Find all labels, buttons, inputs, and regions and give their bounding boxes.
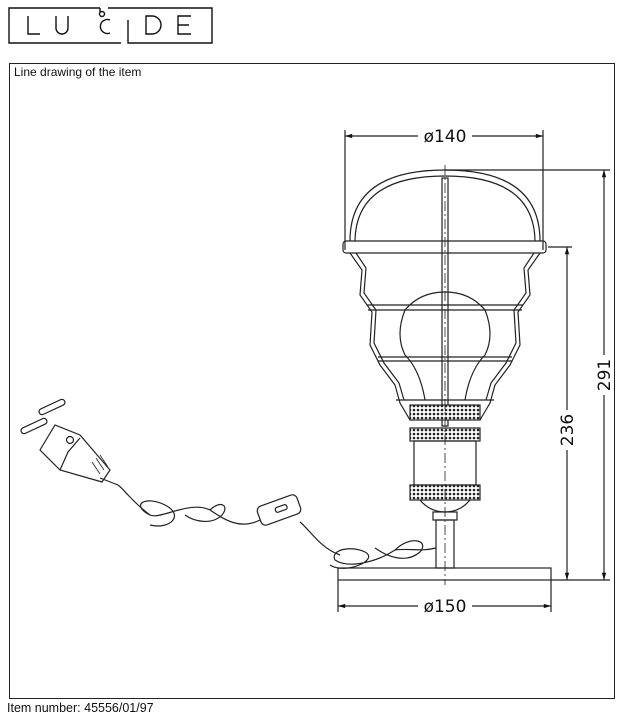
base-diameter-label: ø150	[424, 597, 467, 617]
shade-height-label: 236	[558, 414, 578, 446]
lucide-logo	[8, 7, 213, 44]
top-diameter-label: ø140	[424, 127, 467, 147]
drawing-frame	[9, 63, 615, 699]
item-number: Item number: 45556/01/97	[7, 701, 154, 715]
caption: Line drawing of the item	[14, 65, 142, 79]
total-height-label: 291	[595, 359, 615, 391]
